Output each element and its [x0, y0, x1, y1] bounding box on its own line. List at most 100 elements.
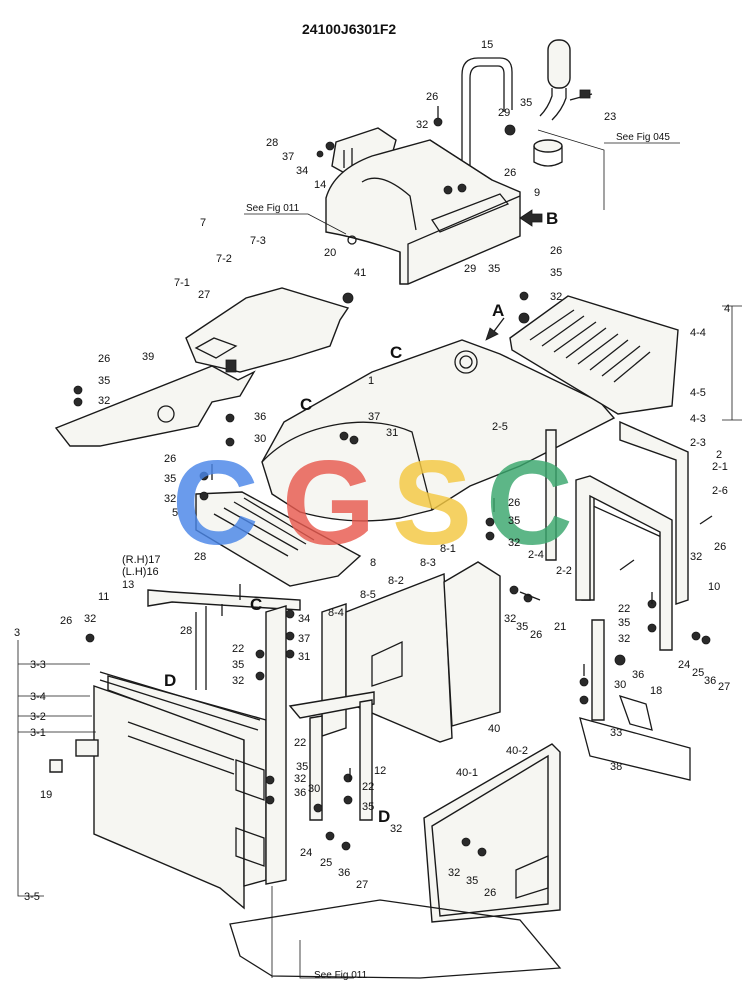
part-callout: 19 [40, 789, 52, 801]
part-callout: 31 [386, 427, 398, 439]
part-callout: 33 [610, 727, 622, 739]
part-callout: 22 [362, 781, 374, 793]
part-callout: 26 [508, 497, 520, 509]
part-callout: 27 [356, 879, 368, 891]
watermark-letter: C [486, 436, 573, 570]
part-callout: 7-2 [216, 253, 232, 265]
part-callout: 37 [298, 633, 310, 645]
part-callout: 30 [254, 433, 266, 445]
part-callout: 2 [716, 449, 722, 461]
part-callout: 4-3 [690, 413, 706, 425]
part-callout: 32 [690, 551, 702, 563]
part-callout: 26 [504, 167, 516, 179]
watermark-letter: C [172, 436, 259, 570]
part-callout: 32 [390, 823, 402, 835]
part-callout: 1 [368, 375, 374, 387]
part-callout: 2-2 [556, 565, 572, 577]
part-callout: 25 [692, 667, 704, 679]
part-callout: 35 [520, 97, 532, 109]
part-callout: 3 [14, 627, 20, 639]
part-callout: 4-4 [690, 327, 706, 339]
part-callout: 7-3 [250, 235, 266, 247]
part-callout: 40 [488, 723, 500, 735]
part-callout: 29 [498, 107, 510, 119]
part-callout: 3-3 [30, 659, 46, 671]
part-callout: 8-1 [440, 543, 456, 555]
part-callout: 26 [426, 91, 438, 103]
part-callout: 3-5 [24, 891, 40, 903]
part-callout: 37 [368, 411, 380, 423]
view-marker-d: D [164, 671, 176, 690]
part-callout: 26 [60, 615, 72, 627]
part-callout: 4-5 [690, 387, 706, 399]
part-callout: 13 [122, 579, 134, 591]
watermark-letter: S [392, 436, 472, 570]
part-callout: 34 [298, 613, 310, 625]
part-callout: 36 [704, 675, 716, 687]
part-callout: 36 [632, 669, 644, 681]
part-callout: 2-1 [712, 461, 728, 473]
watermark: C G S C [172, 436, 573, 570]
part-callout: 9 [534, 187, 540, 199]
part-callout: 25 [320, 857, 332, 869]
part-callout: 5 [172, 507, 178, 519]
part-callout: 32 [232, 675, 244, 687]
part-callout: 7-1 [174, 277, 190, 289]
part-callout: 35 [362, 801, 374, 813]
part-callout: 2-5 [492, 421, 508, 433]
part-callout: 32 [618, 633, 630, 645]
part-callout: 35 [516, 621, 528, 633]
part-callout: 26 [714, 541, 726, 553]
part-callout: 36 [254, 411, 266, 423]
part-callout: 4 [724, 303, 730, 315]
part-callout: 30 [614, 679, 626, 691]
part-callout: 27 [198, 289, 210, 301]
part-callout: 29 [464, 263, 476, 275]
part-callout: 36 [338, 867, 350, 879]
part-callout: 8 [370, 557, 376, 569]
part-callout: 8-2 [388, 575, 404, 587]
part-callout: 26 [484, 887, 496, 899]
view-marker-c: C [390, 343, 402, 362]
part-callout: 35 [164, 473, 176, 485]
diagram-drawing [17, 39, 742, 979]
part-callout: 24 [678, 659, 690, 671]
part-callout: 24 [300, 847, 312, 859]
part-callout: 18 [650, 685, 662, 697]
part-callout: 10 [708, 581, 720, 593]
part-callout: 40-2 [506, 745, 528, 757]
part-callout: 22 [294, 737, 306, 749]
part-callout: 32 [550, 291, 562, 303]
part-callout: 3-4 [30, 691, 46, 703]
ref-see-fig-011-top: See Fig 011 [246, 203, 300, 214]
part-callout: 32 [448, 867, 460, 879]
part-callout: 40-1 [456, 767, 478, 779]
part-callout: 11 [98, 591, 109, 603]
part-callout: 32 [504, 613, 516, 625]
part-callout: 3-1 [30, 727, 46, 739]
part-callout: 27 [718, 681, 730, 693]
part-callout: 35 [618, 617, 630, 629]
part-callout: 26 [98, 353, 110, 365]
part-callout: 32 [98, 395, 110, 407]
part-callout: 21 [554, 621, 566, 633]
part-callout: 23 [604, 111, 616, 123]
part-callout: 2-6 [712, 485, 728, 497]
part-callout: (L.H)16 [122, 566, 159, 578]
part-callout: 26 [550, 245, 562, 257]
part-callout: 41 [354, 267, 366, 279]
part-callout: 28 [266, 137, 278, 149]
ref-see-fig-011-bottom: See Fig 011 [314, 970, 368, 981]
part-callout: 32 [416, 119, 428, 131]
part-callout: 7 [200, 217, 206, 229]
view-marker-b: B [546, 209, 558, 228]
part-callout: 34 [296, 165, 308, 177]
part-callout: 32 [294, 773, 306, 785]
part-callout: 32 [84, 613, 96, 625]
part-callout: 28 [194, 551, 206, 563]
ref-see-fig-045: See Fig 045 [616, 132, 670, 143]
part-callout: 35 [466, 875, 478, 887]
part-callout: 32 [164, 493, 176, 505]
part-callout: 35 [508, 515, 520, 527]
